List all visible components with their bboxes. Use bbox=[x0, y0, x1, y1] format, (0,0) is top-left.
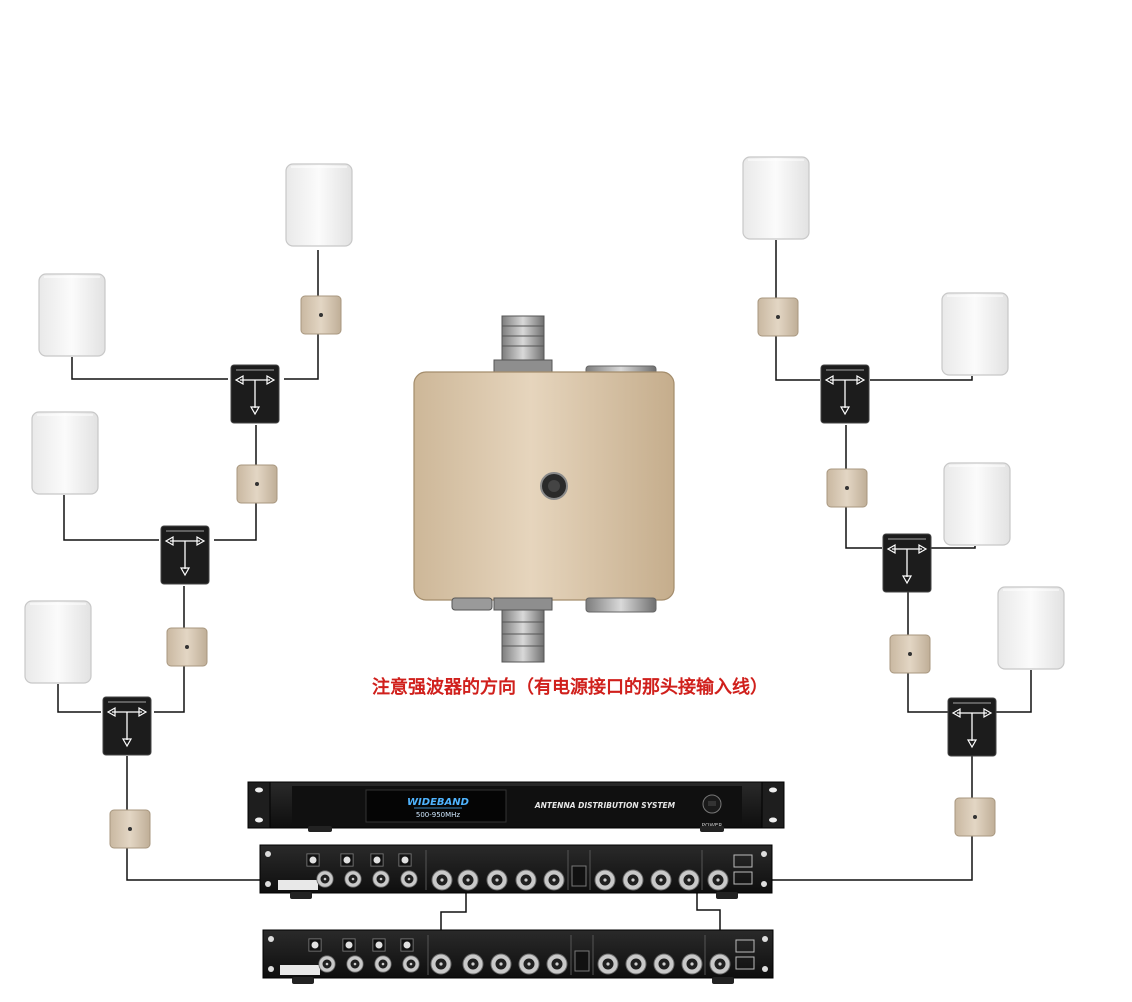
amplifier-right-2 bbox=[826, 468, 868, 508]
splitter-right-3 bbox=[947, 697, 997, 757]
antenna-right-top bbox=[742, 156, 810, 240]
antenna-left-2 bbox=[38, 273, 106, 357]
amplifier-left-4 bbox=[109, 809, 151, 849]
antenna-left-4 bbox=[24, 600, 92, 684]
distribution-rack-front: WIDEBAND 500-950MHz ANTENNA DISTRIBUTION… bbox=[247, 781, 785, 832]
antenna-right-4 bbox=[997, 586, 1065, 670]
splitter-left-1 bbox=[230, 364, 280, 424]
amplifier-left-2 bbox=[236, 464, 278, 504]
amplifier-right-3 bbox=[889, 634, 931, 674]
splitter-right-1 bbox=[820, 364, 870, 424]
distribution-rack-rear-1 bbox=[259, 844, 773, 899]
antenna-left-3 bbox=[31, 411, 99, 495]
rack-brand-label: WIDEBAND bbox=[407, 797, 469, 808]
distribution-rack-rear-2 bbox=[262, 929, 774, 984]
amplifier-right-1 bbox=[757, 297, 799, 337]
rack-system-name: ANTENNA DISTRIBUTION SYSTEM bbox=[534, 801, 676, 810]
splitter-right-2 bbox=[882, 533, 932, 593]
amplifier-left-1 bbox=[300, 295, 342, 335]
antenna-right-2 bbox=[941, 292, 1009, 376]
rack-band-label: 500-950MHz bbox=[416, 811, 461, 819]
antenna-right-3 bbox=[943, 462, 1011, 546]
splitter-left-3 bbox=[102, 696, 152, 756]
splitter-left-2 bbox=[160, 525, 210, 585]
signal-booster bbox=[413, 315, 675, 663]
amplifier-left-3 bbox=[166, 627, 208, 667]
antenna-left-top bbox=[285, 163, 353, 247]
amplifier-right-4 bbox=[954, 797, 996, 837]
booster-direction-note: 注意强波器的方向（有电源接口的那头接输入线） bbox=[372, 677, 768, 698]
